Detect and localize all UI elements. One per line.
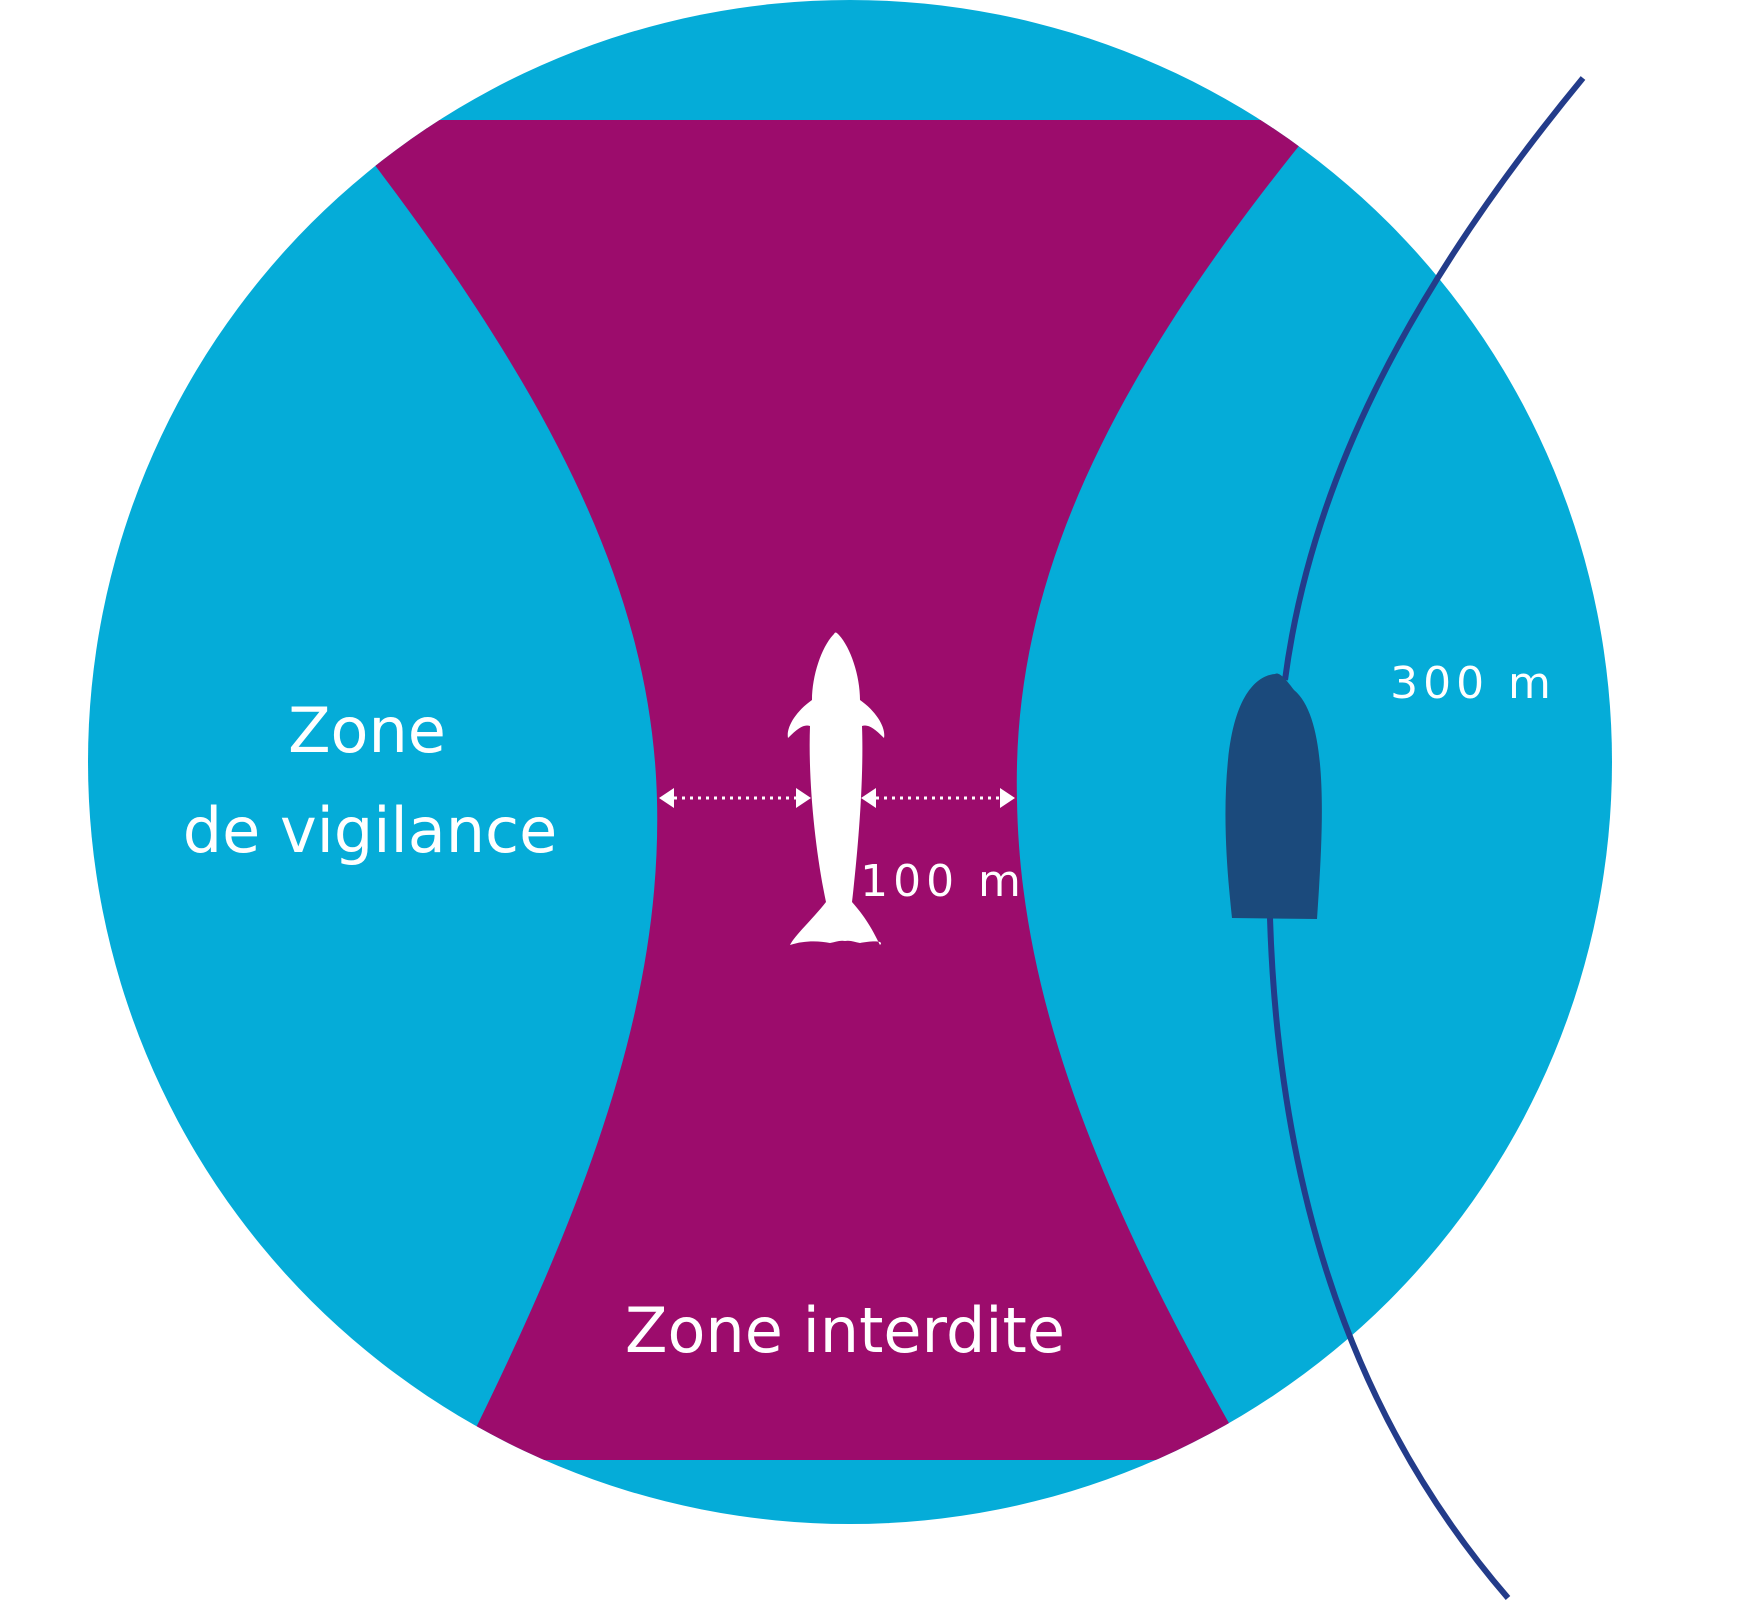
vigilance-zone-label-line1: Zone (288, 694, 446, 767)
distance-arrow-right (861, 788, 1015, 808)
distance-label-300m: 300 m (1390, 658, 1556, 709)
boat-icon (1225, 673, 1322, 919)
whale-icon (787, 632, 885, 945)
forbidden-zone-label: Zone interdite (625, 1294, 1065, 1367)
distance-label-100m: 100 m (860, 856, 1026, 907)
boat-track-line (1267, 76, 1586, 1600)
distance-arrow-left (659, 788, 811, 808)
vigilance-zone-label-line2: de vigilance (183, 794, 557, 867)
